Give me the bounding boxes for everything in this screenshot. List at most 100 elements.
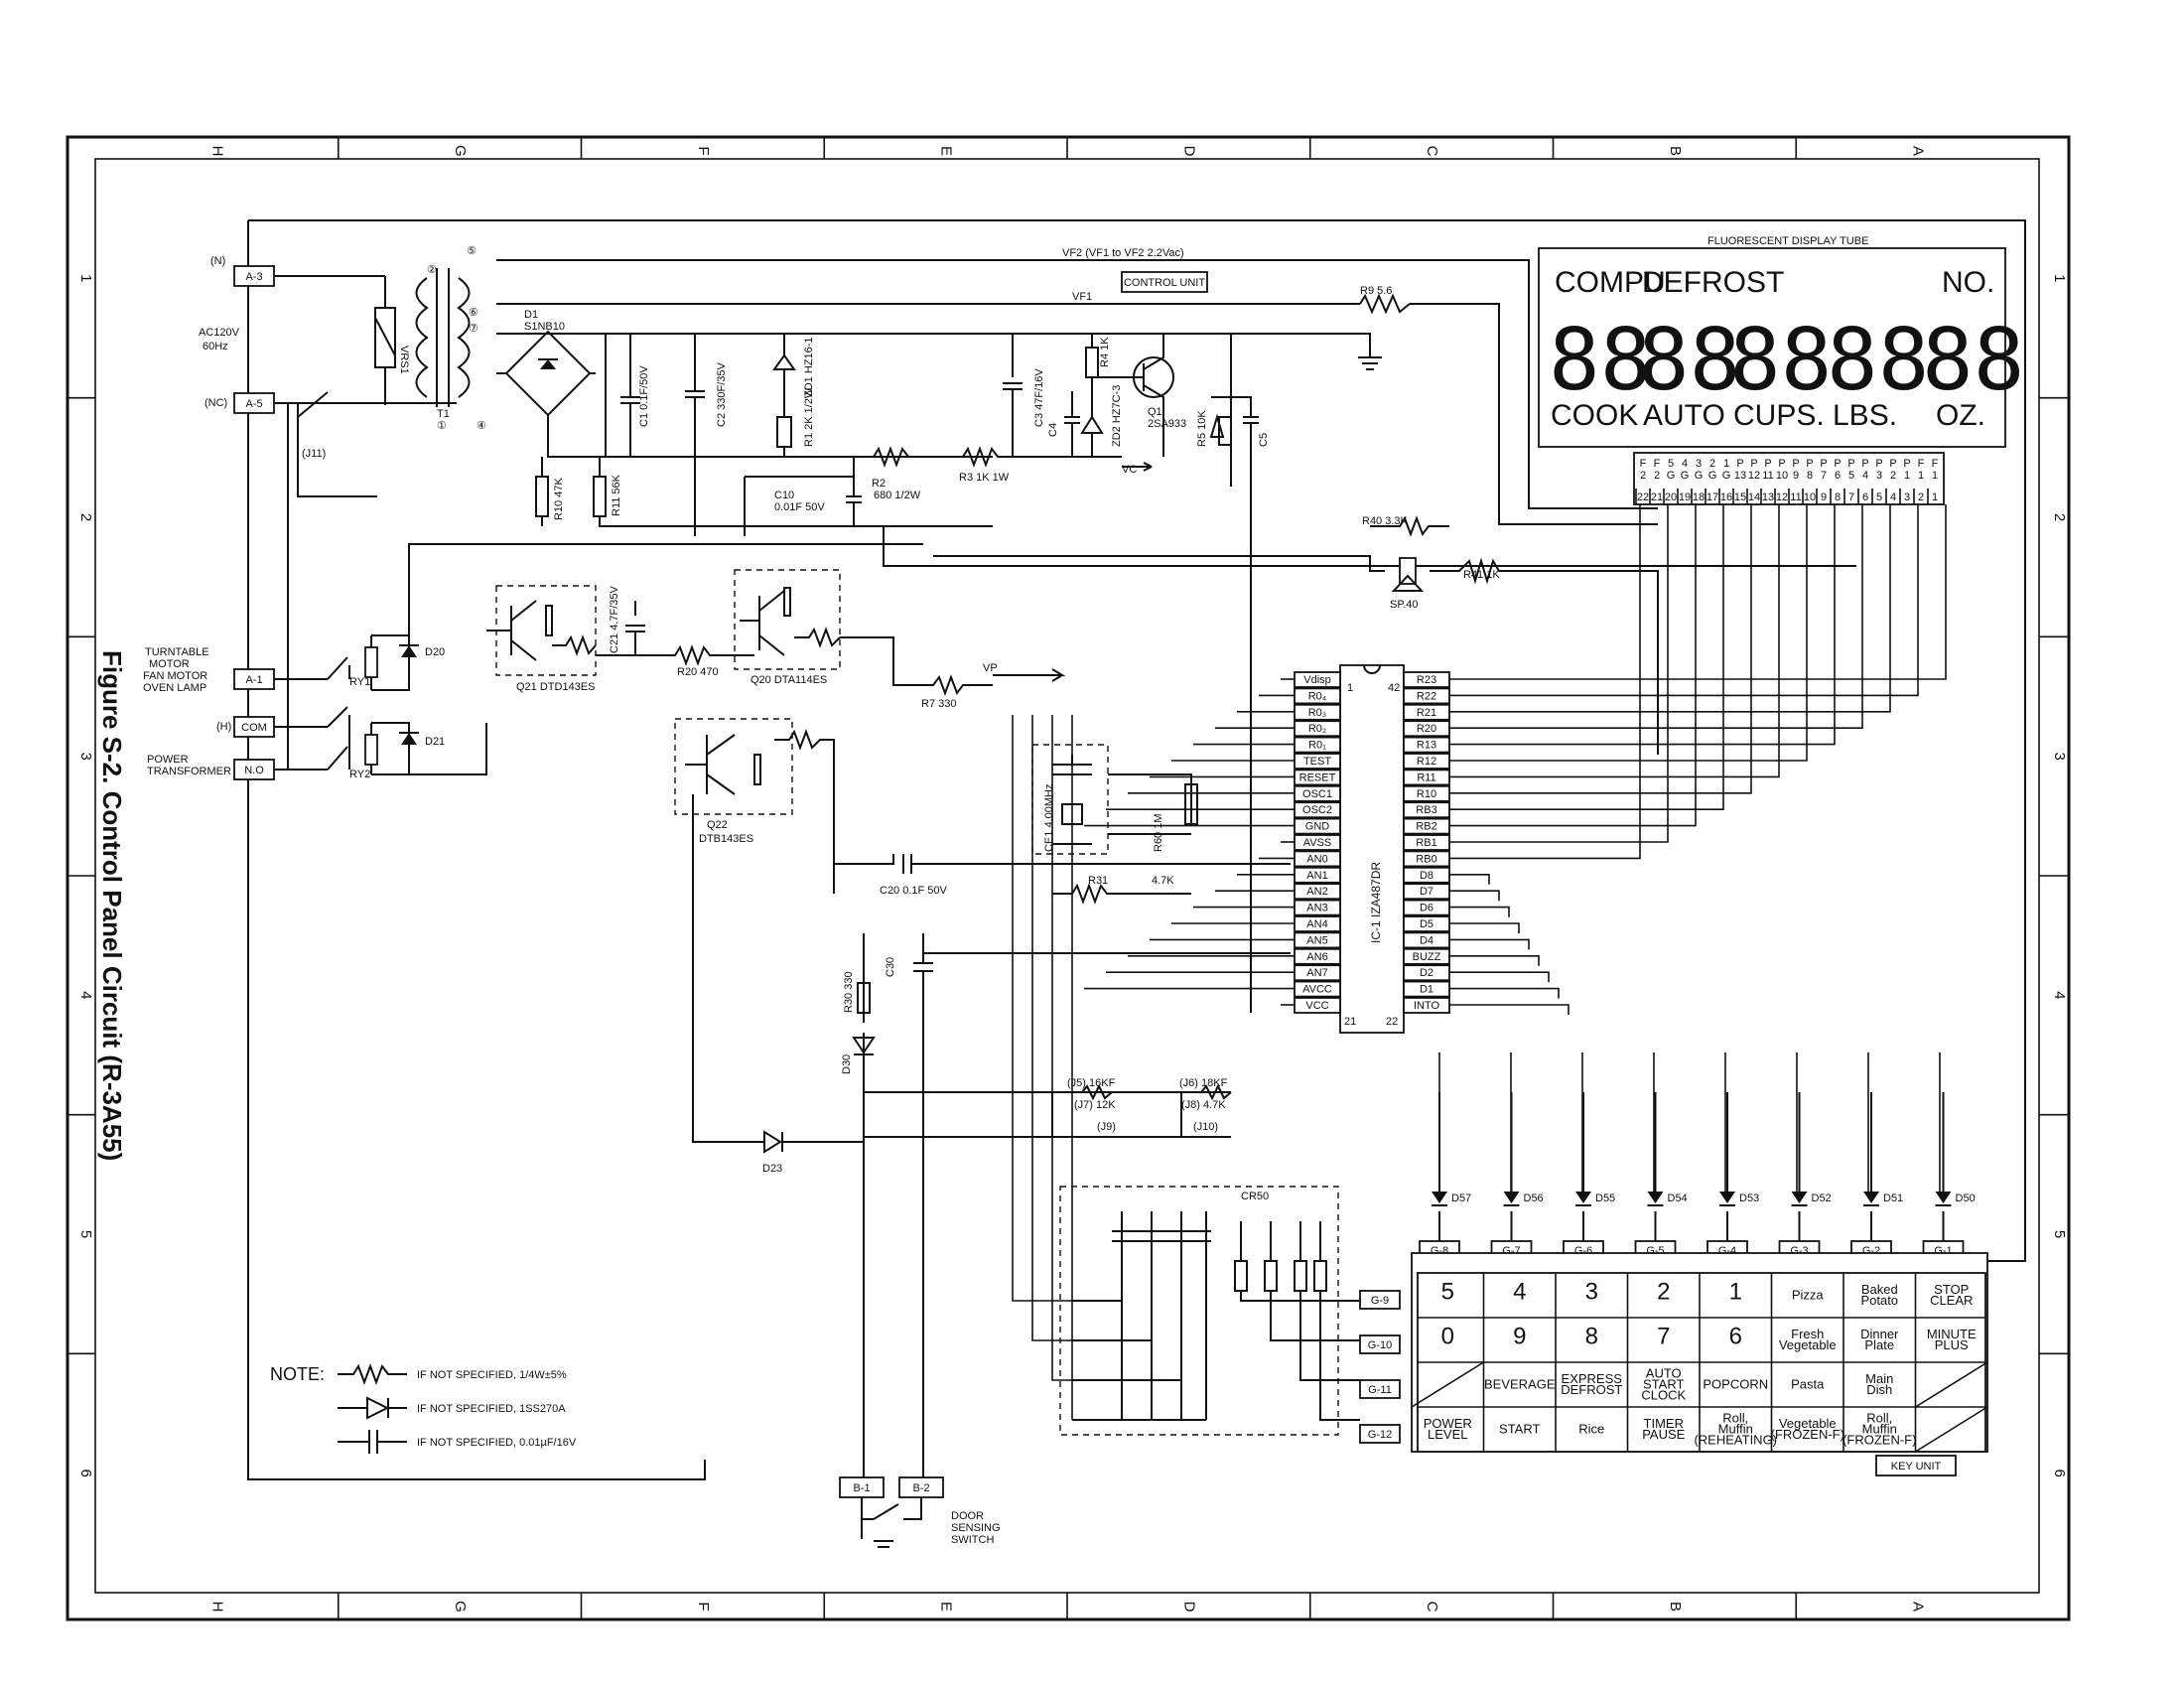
key-button-label: Pizza xyxy=(1792,1288,1825,1303)
vfd-pin-name: 5 xyxy=(1668,458,1674,470)
ic1-pin-left: AN7 xyxy=(1306,967,1327,979)
vfd-pin-header: F222F2215G204G193G182G171G16P1315P1214P1… xyxy=(1633,452,1945,505)
q1-label: Q1 xyxy=(1148,406,1162,418)
zone-number-right: 5 xyxy=(2051,1230,2068,1238)
vfd-pin-name-sub: 7 xyxy=(1821,470,1827,482)
r3-label: R3 1K 1W xyxy=(959,472,1010,484)
key-button-label: 8 xyxy=(1585,1324,1598,1350)
ic1-pin-left: AN0 xyxy=(1306,853,1327,865)
ic1-pin-left: R0₁ xyxy=(1308,740,1326,752)
key-diode-label: D50 xyxy=(1956,1193,1976,1204)
vfd-pin-name-sub: 6 xyxy=(1835,470,1841,482)
vfd-digit-1: 88 xyxy=(1549,311,1652,410)
zone-number-right: 1 xyxy=(2051,274,2068,282)
vfd-pin-name: P xyxy=(1820,458,1827,470)
vfd-pin-name-sub: 2 xyxy=(1890,470,1896,482)
ic1-pin1: 1 xyxy=(1347,682,1353,694)
vfd-pin-name: P xyxy=(1764,458,1771,470)
vfd-pin-name-sub: 5 xyxy=(1848,470,1854,482)
ic1-pin-right: R13 xyxy=(1417,740,1436,752)
ic1-pin-left: AN3 xyxy=(1306,903,1327,914)
q21-label: Q21 DTD143ES xyxy=(516,681,595,693)
vfd-pin-name: P xyxy=(1792,458,1799,470)
ic1-pin-left: AVSS xyxy=(1303,837,1332,849)
power-supply-filter: C1 0.1F/50V C2 330F/35V ZD1 HZ16-1 R1 2K… xyxy=(535,333,1856,1013)
r2-label: R2 xyxy=(872,478,886,490)
r31-value: 4.7K xyxy=(1152,875,1174,887)
ic1-pin-right: BUZZ xyxy=(1413,951,1441,963)
j7-label: (J7) 12K xyxy=(1074,1099,1116,1111)
vfd-pin-name-sub: G xyxy=(1667,470,1676,482)
r40-label: R40 3.3K xyxy=(1362,515,1409,527)
key-g-side-terminal xyxy=(1359,1379,1401,1399)
key-g-terminals-side: G-9G-10G-11G-12 xyxy=(1359,1290,1401,1444)
c4-label: C4 xyxy=(1047,423,1059,437)
vfd-pin-number: 17 xyxy=(1706,491,1718,503)
vfd-pin-number: 22 xyxy=(1637,491,1649,503)
q22-label: Q22 xyxy=(707,819,728,831)
key-blank-diagonal xyxy=(1411,1361,1484,1408)
vfd-pin-number: 12 xyxy=(1776,491,1788,503)
zd2-label: ZD2 HZ7C-3 xyxy=(1111,385,1123,447)
key-button-label: Vegetable(FROZEN-F) xyxy=(1771,1416,1844,1442)
vfd-pin-name: P xyxy=(1806,458,1813,470)
sp40-label: SP.40 xyxy=(1390,599,1419,611)
vfd-title: FLUORESCENT DISPLAY TUBE xyxy=(1707,235,1868,247)
vfd-pin-name: 2 xyxy=(1709,458,1715,470)
zone-number-right: 2 xyxy=(2051,513,2068,521)
key-blank-diagonal xyxy=(1915,1406,1988,1453)
key-button-label: START xyxy=(1499,1422,1540,1437)
zone-number-left: 1 xyxy=(77,274,94,282)
vfd-pin-number: 11 xyxy=(1790,491,1801,503)
r30-label: R30 330 xyxy=(843,971,855,1013)
r2-value: 680 1/2W xyxy=(874,490,921,501)
terminal-a5-label: A-5 xyxy=(245,398,262,410)
zone-letter-bottom: D xyxy=(1180,1602,1197,1613)
vfd-pin-name-sub: 2 xyxy=(1654,470,1660,482)
vfd-pin-name: P xyxy=(1736,458,1743,470)
ic1-pin-left: AN6 xyxy=(1306,951,1327,963)
terminal-b1-label: B-1 xyxy=(853,1482,870,1494)
c30-label: C30 xyxy=(885,957,896,977)
zone-letter-bottom: F xyxy=(695,1602,712,1611)
ic1-fanout-wiring xyxy=(1012,504,1947,1420)
key-button-label: Rice xyxy=(1578,1422,1604,1437)
bridge-rectifier-d1: D1 S1NB10 xyxy=(496,309,993,458)
ic1-pin22: 22 xyxy=(1386,1016,1398,1028)
relay-ry1-coil xyxy=(364,646,378,678)
zone-letter-bottom: C xyxy=(1424,1602,1440,1613)
r4-label: R4 1K xyxy=(1099,337,1111,367)
zone-number-left: 6 xyxy=(77,1469,94,1476)
c1-label: C1 0.1F/50V xyxy=(638,365,650,427)
vfd-pin-name: P xyxy=(1834,458,1841,470)
key-unit-box xyxy=(1875,1455,1957,1476)
ic1-pin-left: GND xyxy=(1305,821,1330,833)
r5-label: R5 10K xyxy=(1196,410,1208,447)
ic1-pin-right: RB2 xyxy=(1416,821,1436,833)
power-transformer-label-1: POWER xyxy=(147,754,189,766)
ic1-pin-right: RB0 xyxy=(1416,853,1436,865)
ac-freq-label: 60Hz xyxy=(203,341,228,352)
r1-label: R1 2K 1/2W xyxy=(803,387,815,447)
j5-label: (J5) 16KF xyxy=(1067,1077,1116,1089)
vfd-pin-name: 4 xyxy=(1682,458,1688,470)
ic1-pin-right: D8 xyxy=(1420,870,1433,882)
key-diode-symbol xyxy=(1791,1192,1808,1203)
zone-letter-top: E xyxy=(938,146,955,156)
ic1-pin-right: R22 xyxy=(1417,690,1436,702)
ic1-body xyxy=(1339,664,1405,1034)
vfd-pin-name-sub: 11 xyxy=(1762,470,1773,482)
vfd-pin-number: 19 xyxy=(1679,491,1691,503)
t1-label: T1 xyxy=(437,408,450,420)
terminal-com-label: COM xyxy=(241,722,267,734)
zone-letter-top: D xyxy=(1180,146,1197,157)
ic1-pin42: 42 xyxy=(1388,682,1400,694)
c2-label: C2 330F/35V xyxy=(716,362,728,427)
vfd-pin-name: F xyxy=(1932,458,1939,470)
vfd-pin-name-sub: 2 xyxy=(1640,470,1646,482)
d1-part: S1NB10 xyxy=(524,321,565,333)
key-button-label: 6 xyxy=(1729,1324,1742,1350)
d30-label: D30 xyxy=(841,1054,853,1074)
vfd-digit-5: 88 xyxy=(1922,311,2025,410)
